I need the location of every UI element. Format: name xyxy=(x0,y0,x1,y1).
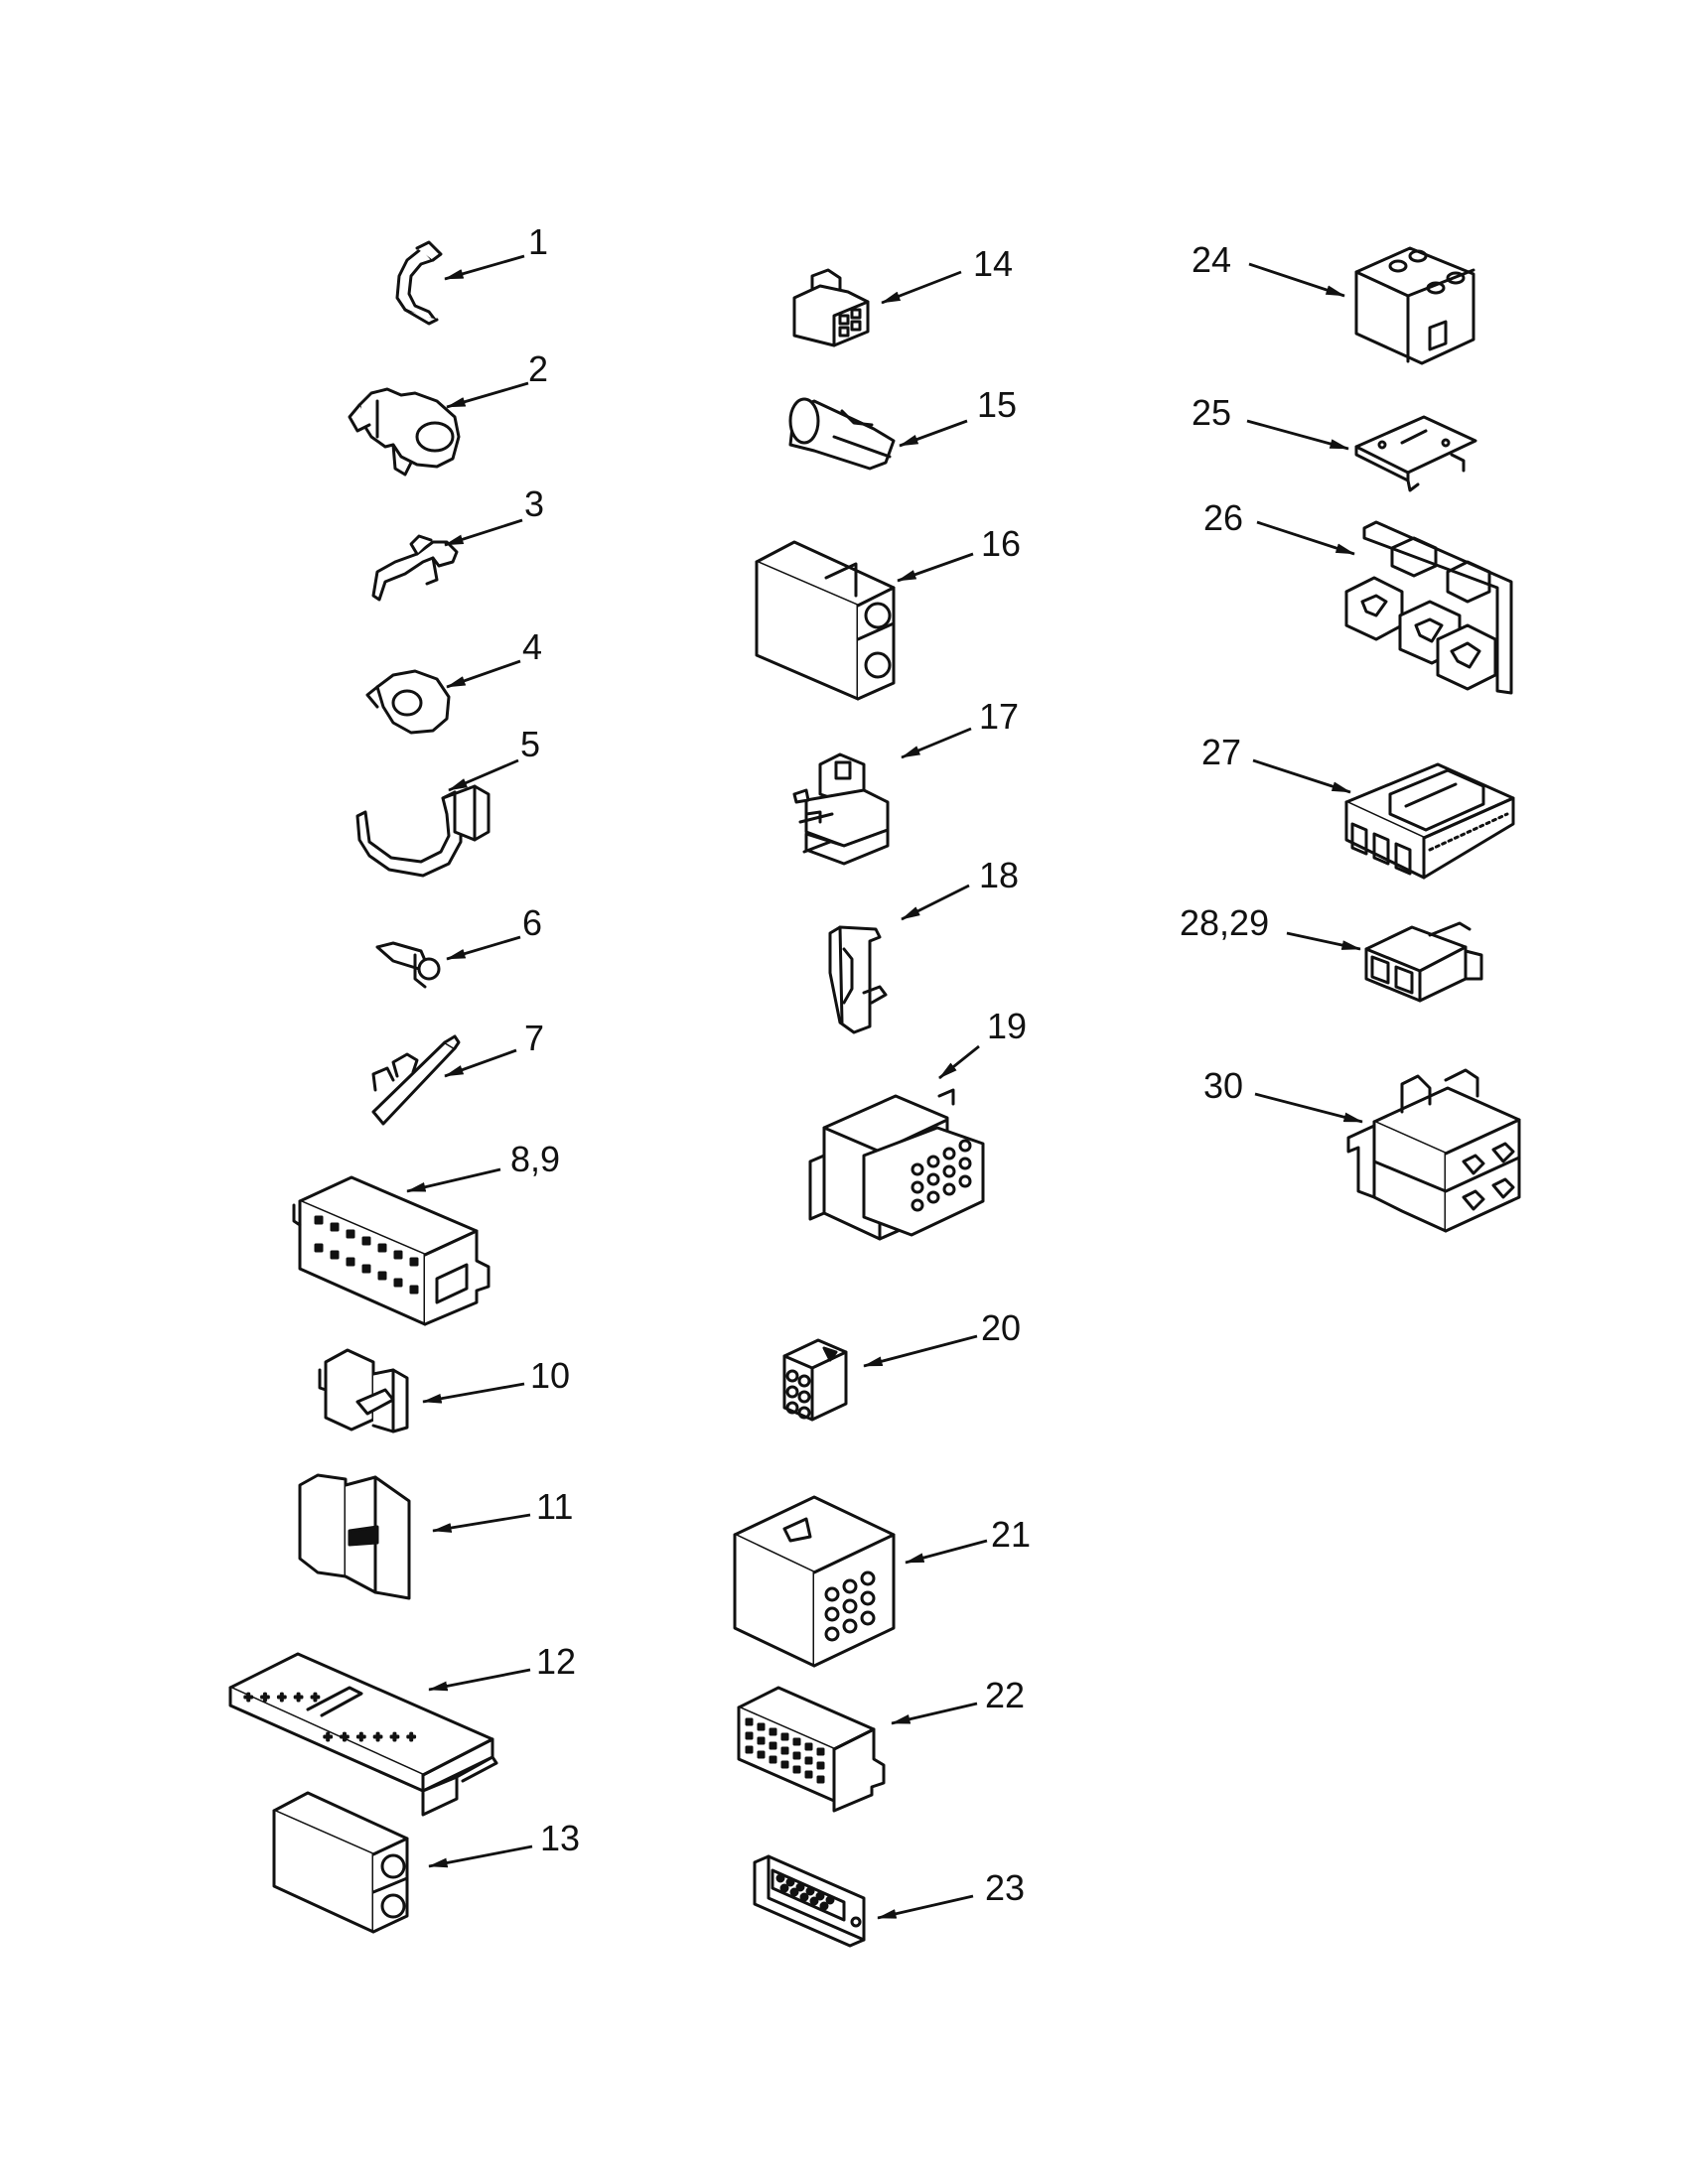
part-13-housing xyxy=(272,1791,409,1934)
callout-10: 10 xyxy=(530,1355,570,1396)
callout-18: 18 xyxy=(979,855,1019,895)
svg-text:+ + + + +: + + + + + xyxy=(244,1691,320,1706)
callout-21-leader xyxy=(905,1539,988,1565)
callout-26-leader xyxy=(1256,520,1355,556)
callout-2: 2 xyxy=(528,348,548,389)
callout-17: 17 xyxy=(979,696,1019,737)
callout-23: 23 xyxy=(985,1867,1025,1908)
part-2-clip xyxy=(348,387,461,477)
callout-18-leader xyxy=(901,884,970,921)
callout-22: 22 xyxy=(985,1675,1025,1715)
part-14-connector xyxy=(792,268,870,347)
part-5-clip xyxy=(355,784,491,878)
callout-14-leader xyxy=(881,270,962,305)
callout-15: 15 xyxy=(977,384,1017,425)
callout-24-leader xyxy=(1248,262,1345,298)
callout-7: 7 xyxy=(524,1018,544,1058)
part-30-relay-base xyxy=(1346,1068,1521,1233)
callout-1-leader xyxy=(444,254,525,281)
callout-20-leader xyxy=(863,1334,978,1368)
callout-26: 26 xyxy=(1203,497,1243,538)
callout-4-leader xyxy=(446,659,521,689)
callout-30-leader xyxy=(1254,1092,1363,1124)
part-19-header xyxy=(808,1088,985,1241)
callout-27: 27 xyxy=(1201,732,1241,772)
callout-30: 30 xyxy=(1203,1065,1243,1106)
part-4-clip xyxy=(365,669,451,735)
callout-11: 11 xyxy=(536,1486,573,1527)
part-26-socket-holder xyxy=(1344,520,1513,695)
part-8-9-connector xyxy=(292,1175,491,1326)
callout-28-29-leader xyxy=(1286,931,1361,951)
callout-15-leader xyxy=(899,419,968,448)
part-11-housing xyxy=(298,1473,411,1600)
callout-4: 4 xyxy=(522,626,542,667)
callout-11-leader xyxy=(432,1513,531,1533)
callout-16: 16 xyxy=(981,523,1021,564)
svg-text:+ + + + + +: + + + + + + xyxy=(324,1730,415,1746)
part-3-clip xyxy=(371,534,459,602)
callout-25: 25 xyxy=(1192,392,1231,433)
callout-27-leader xyxy=(1252,758,1351,794)
part-18-bracket xyxy=(828,925,888,1034)
callout-8-9: 8,9 xyxy=(510,1139,560,1179)
callout-12: 12 xyxy=(536,1641,576,1682)
part-6-pin xyxy=(375,941,441,989)
part-28-29-housing xyxy=(1364,921,1483,1003)
callout-21: 21 xyxy=(991,1514,1031,1555)
part-15-sleeve xyxy=(788,397,896,471)
callout-14: 14 xyxy=(973,243,1013,284)
callout-8-9-leader xyxy=(406,1167,501,1193)
callout-17-leader xyxy=(901,727,972,759)
part-12-connector-strip: + + + + + + + + + + + xyxy=(228,1652,498,1817)
part-27-connector xyxy=(1344,762,1515,880)
part-1-clip xyxy=(395,240,443,326)
part-25-plate xyxy=(1354,415,1477,492)
part-23-connector xyxy=(753,1854,866,1948)
callout-6: 6 xyxy=(522,902,542,943)
callout-23-leader xyxy=(877,1894,974,1920)
callout-5-leader xyxy=(448,758,519,792)
part-7-standoff xyxy=(371,1034,461,1126)
callout-3: 3 xyxy=(524,483,544,524)
callout-13-leader xyxy=(428,1844,533,1868)
part-22-connector xyxy=(737,1686,886,1813)
callout-13: 13 xyxy=(540,1818,580,1858)
callout-25-leader xyxy=(1246,419,1349,451)
callout-19-leader xyxy=(938,1044,980,1080)
callout-3-leader xyxy=(444,518,523,547)
callout-5: 5 xyxy=(520,724,540,764)
part-10-connector xyxy=(318,1348,409,1433)
part-20-plug xyxy=(782,1338,848,1422)
part-16-housing xyxy=(755,540,896,701)
callout-19: 19 xyxy=(987,1006,1027,1046)
callout-28-29: 28,29 xyxy=(1180,902,1269,943)
callout-1: 1 xyxy=(528,221,548,262)
callout-2-leader xyxy=(446,381,529,409)
callout-20: 20 xyxy=(981,1307,1021,1348)
part-24-socket xyxy=(1354,246,1475,365)
part-17-terminal-block xyxy=(792,752,890,866)
callout-6-leader xyxy=(446,935,521,961)
callout-24: 24 xyxy=(1192,239,1231,280)
callout-22-leader xyxy=(891,1702,978,1725)
part-21-housing xyxy=(733,1495,896,1668)
callout-10-leader xyxy=(422,1382,525,1404)
callout-12-leader xyxy=(428,1668,531,1692)
callout-7-leader xyxy=(444,1048,517,1078)
callout-16-leader xyxy=(897,552,974,583)
